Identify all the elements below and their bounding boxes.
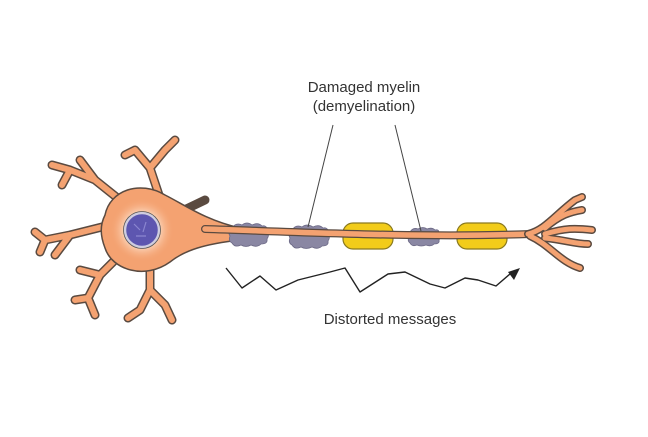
nucleus-texture xyxy=(133,221,147,237)
nucleus xyxy=(123,211,161,249)
label-leader-lines xyxy=(307,124,422,232)
leader-line-left xyxy=(307,124,334,228)
damaged-myelin-label: Damaged myelin (demyelination) xyxy=(284,78,444,116)
axon-terminals xyxy=(524,193,596,272)
arrowhead-icon xyxy=(508,268,520,280)
damaged-myelin-label-line2: (demyelination) xyxy=(312,98,416,115)
nucleus-outline xyxy=(123,211,161,249)
dendrites xyxy=(30,135,210,325)
signal-arrow xyxy=(225,267,520,293)
damaged-myelin-label-line1: Damaged myelin xyxy=(307,79,421,96)
leader-line-right xyxy=(394,124,422,232)
distorted-messages-label: Distorted messages xyxy=(323,311,457,328)
